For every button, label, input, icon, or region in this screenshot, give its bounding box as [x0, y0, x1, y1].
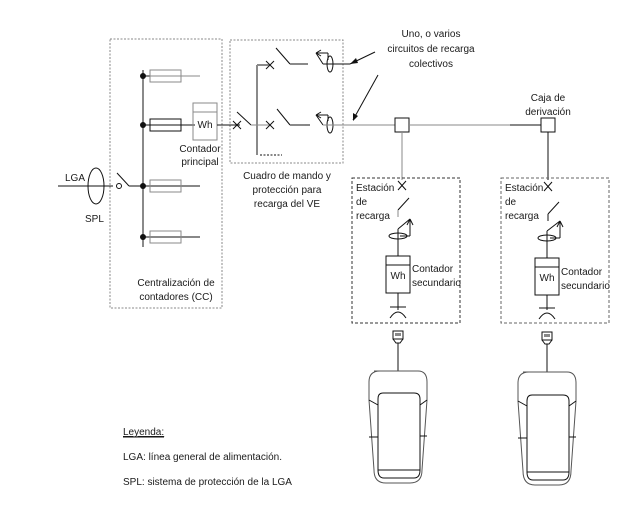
- station-2-meter-symbol: Wh: [540, 273, 555, 284]
- fuse-row-2: [140, 118, 195, 132]
- station-2-meter-label-2: secundario: [561, 281, 610, 292]
- station-1-meter-label-2: secundario: [412, 278, 461, 289]
- main-meter: Wh: [192, 102, 218, 141]
- circuits-label-3: colectivos: [409, 59, 453, 70]
- spl-label: SPL: [85, 214, 104, 225]
- rcd-upper: [315, 49, 350, 73]
- station-1-meter-label-1: Contador: [412, 264, 454, 275]
- panel-label-1: Cuadro de mando y: [243, 171, 331, 182]
- junction-label-1: Caja de: [531, 93, 566, 104]
- station-1-meter-symbol: Wh: [391, 271, 406, 282]
- station-1-label-1: Estación: [356, 183, 394, 194]
- charging-station-2: [500, 177, 610, 324]
- spl-ring: [87, 167, 105, 205]
- vehicle-1: [368, 370, 428, 484]
- cc-label-2: contadores (CC): [139, 292, 212, 303]
- control-panel-box: [229, 39, 344, 164]
- main-meter-symbol: Wh: [198, 120, 213, 131]
- station-2-label-2: de: [505, 197, 517, 208]
- circuits-label-2: circuitos de recarga: [387, 44, 475, 55]
- fuse-row-4: [140, 230, 200, 244]
- legend-item-lga: LGA: línea general de alimentación.: [123, 452, 282, 463]
- station-1-label-2: de: [356, 197, 368, 208]
- fuse-row-1: [140, 69, 200, 83]
- junction-box-2: [540, 117, 556, 133]
- station-2-label-3: recarga: [505, 211, 539, 222]
- circuit-breaker-lower: [265, 108, 310, 130]
- legend-item-spl: SPL: sistema de protección de la LGA: [123, 477, 292, 488]
- connector-plug-2: [541, 331, 553, 372]
- meter-centralization-box: [109, 38, 223, 309]
- connector-plug-1: [392, 330, 404, 371]
- circuits-label-1: Uno, o varios: [402, 29, 461, 40]
- station-1-label-3: recarga: [356, 211, 390, 222]
- rcd-lower: [315, 111, 334, 134]
- vehicle-2: [517, 371, 577, 486]
- fuse-row-3: [140, 179, 200, 193]
- main-meter-label-1: Contador: [179, 144, 221, 155]
- junction-box-1: [394, 117, 410, 133]
- charging-station-1: [351, 177, 461, 324]
- main-switch: [116, 172, 143, 189]
- station-2-meter-label-1: Contador: [561, 267, 603, 278]
- station-2-label-1: Estación: [505, 183, 543, 194]
- cc-label-1: Centralización de: [137, 278, 215, 289]
- main-meter-label-2: principal: [181, 157, 218, 168]
- panel-label-2: protección para: [253, 185, 322, 196]
- lga-label: LGA: [65, 173, 85, 184]
- circuit-breaker-upper: [265, 47, 308, 70]
- junction-label-2: derivación: [525, 107, 571, 118]
- legend-title: Leyenda:: [123, 427, 164, 438]
- panel-label-3: recarga del VE: [254, 199, 320, 210]
- panel-breaker-x: [232, 120, 242, 130]
- circuits-arrows: [349, 51, 379, 121]
